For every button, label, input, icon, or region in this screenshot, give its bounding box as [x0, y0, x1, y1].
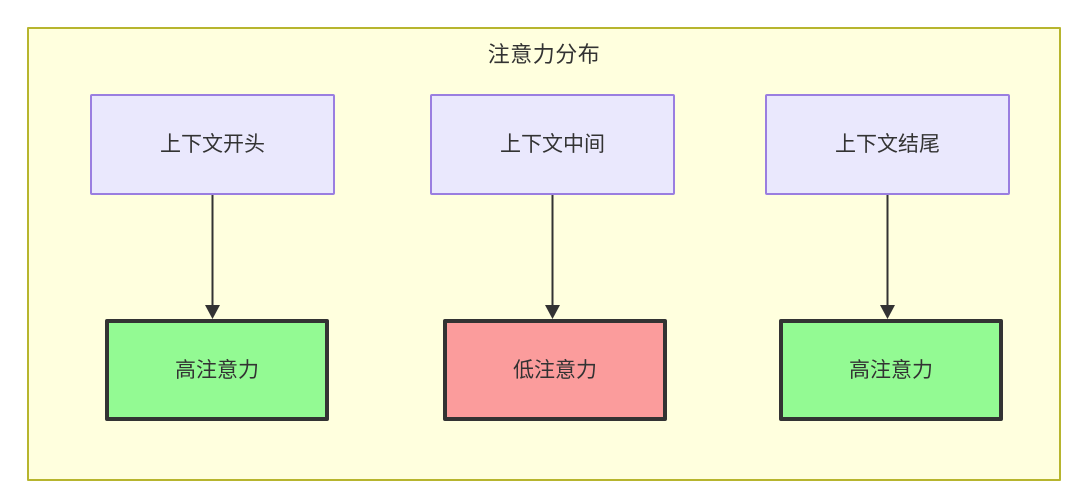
edge-context-start-to-attention-start — [205, 195, 220, 319]
edge-context-middle-to-attention-middle — [545, 195, 560, 319]
node-attention-start[interactable]: 高注意力 — [105, 319, 329, 421]
node-context-end-label: 上下文结尾 — [835, 133, 940, 156]
node-context-middle[interactable]: 上下文中间 — [430, 94, 675, 195]
node-context-middle-label: 上下文中间 — [500, 133, 605, 156]
node-attention-middle-label: 低注意力 — [513, 358, 597, 382]
node-context-start-label: 上下文开头 — [160, 133, 265, 156]
node-attention-end-label: 高注意力 — [849, 358, 933, 382]
edge-context-end-to-attention-end — [880, 195, 895, 319]
node-context-end[interactable]: 上下文结尾 — [765, 94, 1010, 195]
node-attention-start-label: 高注意力 — [175, 358, 259, 382]
container-title: 注意力分布 — [487, 42, 601, 67]
node-context-start[interactable]: 上下文开头 — [90, 94, 335, 195]
attention-distribution-container: 注意力分布 上下文开头 上下文中间 上下文结尾 — [27, 27, 1061, 481]
node-attention-end[interactable]: 高注意力 — [779, 319, 1003, 421]
node-attention-middle[interactable]: 低注意力 — [443, 319, 667, 421]
